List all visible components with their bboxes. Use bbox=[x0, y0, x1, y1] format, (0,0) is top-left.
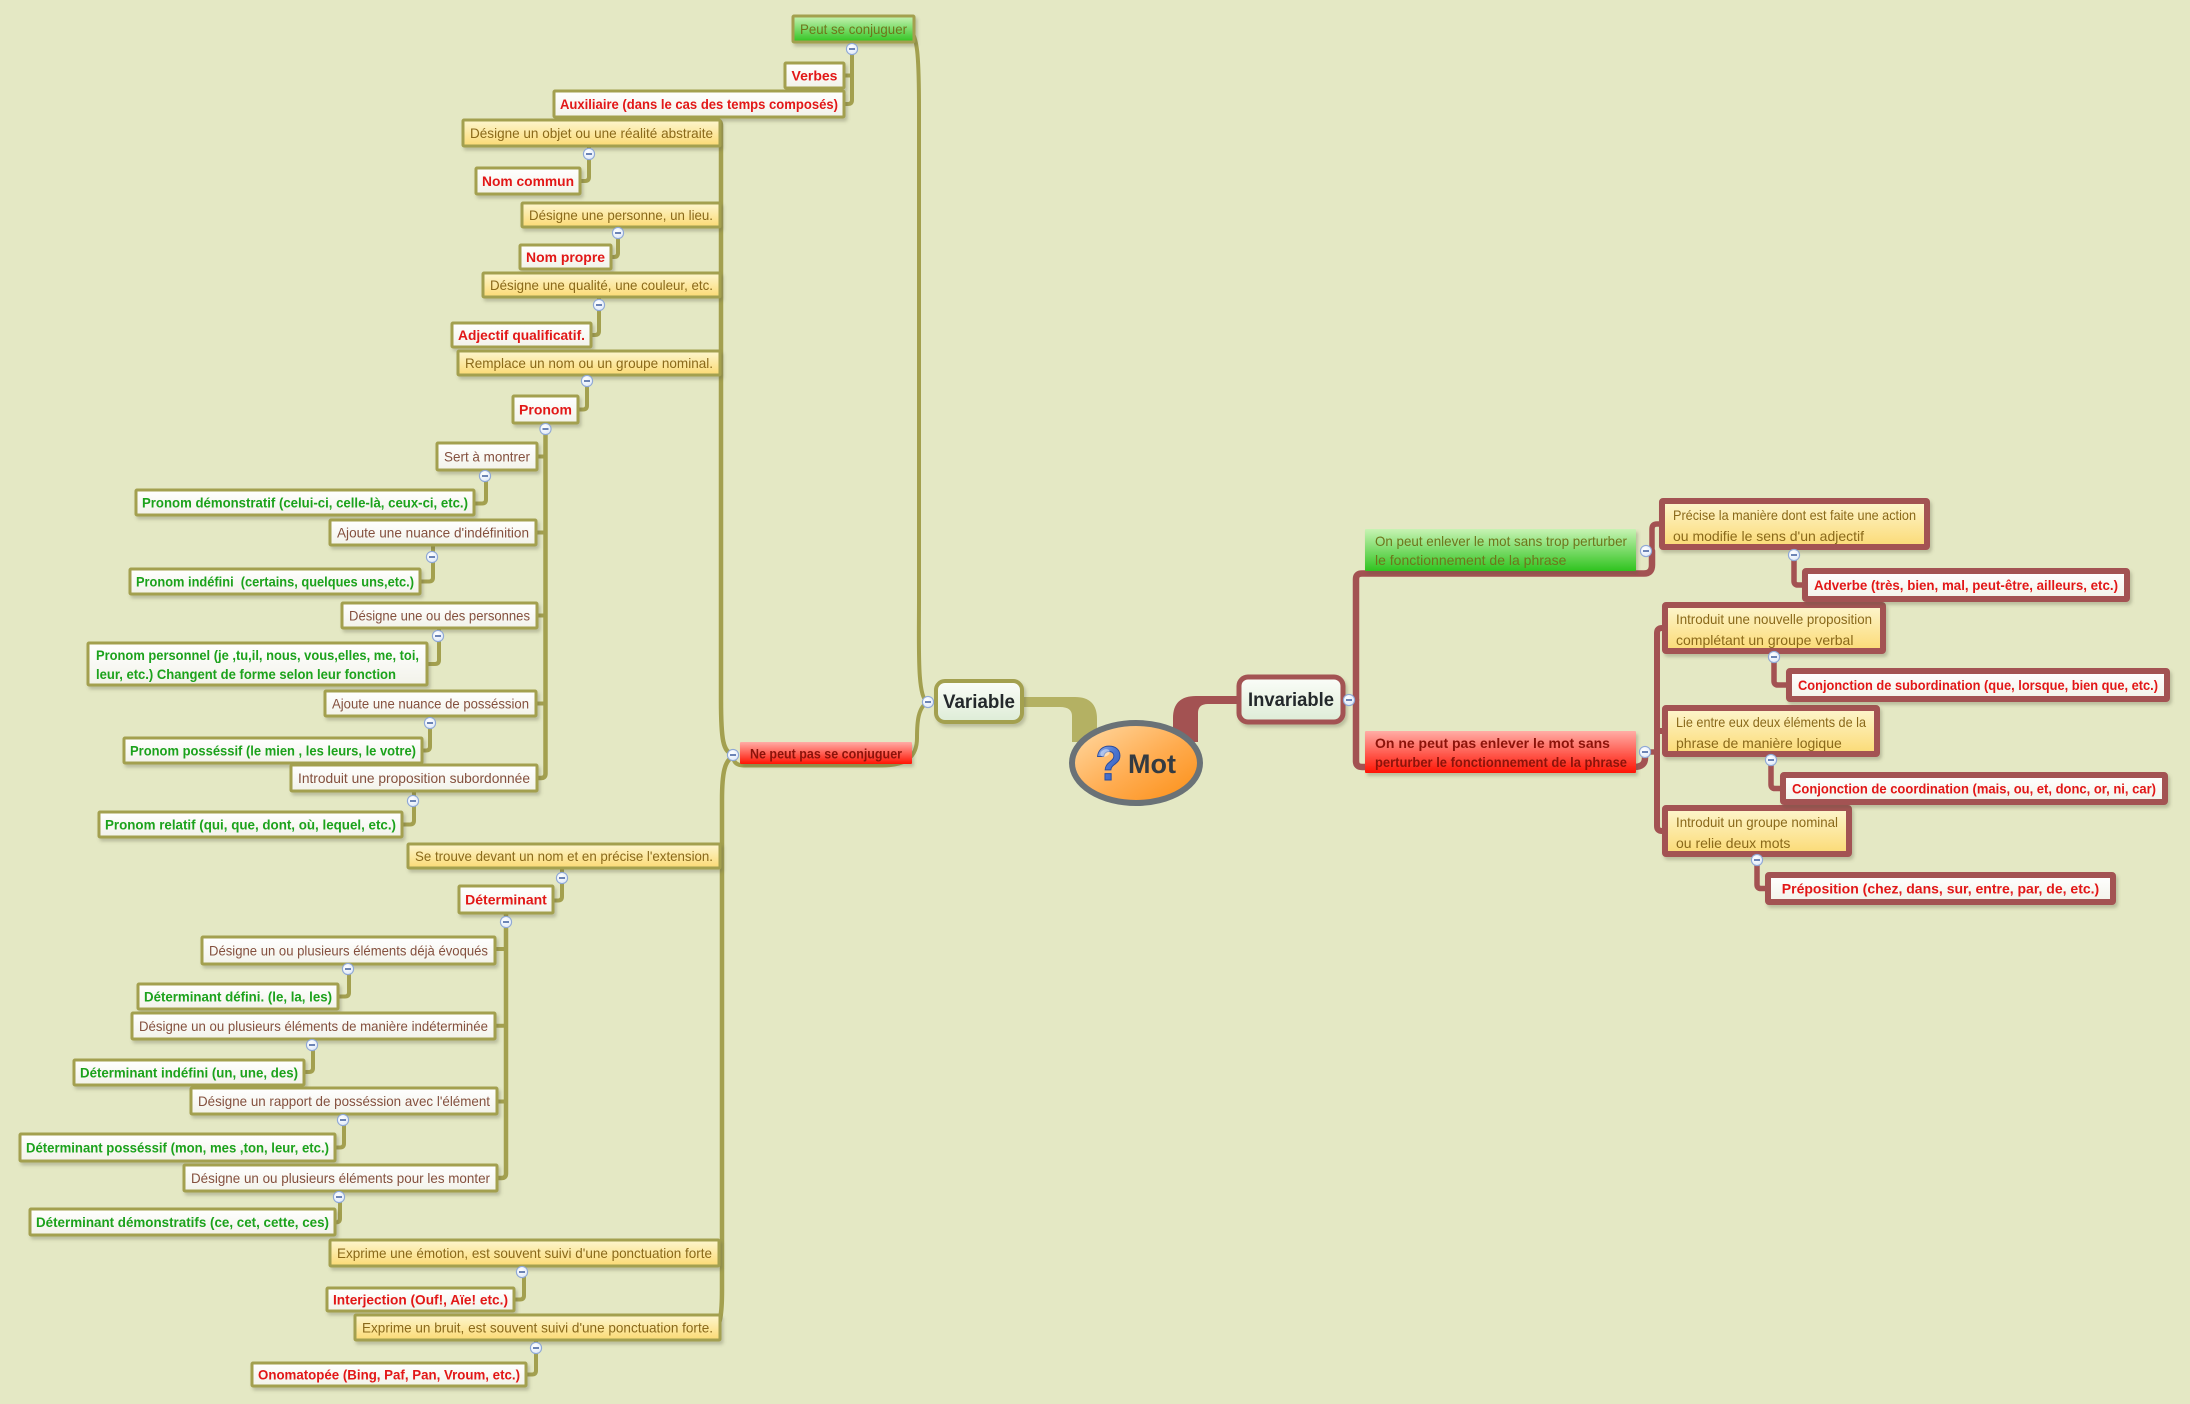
svg-text:Mot: Mot bbox=[1128, 749, 1176, 779]
svg-text:Exprime une émotion, est souve: Exprime une émotion, est souvent suivi d… bbox=[337, 1245, 712, 1261]
svg-text:Conjonction de coordination (m: Conjonction de coordination (mais, ou, e… bbox=[1792, 781, 2156, 797]
svg-text:Précise la manière dont est fa: Précise la manière dont est faite une ac… bbox=[1673, 507, 1916, 523]
svg-text:Auxiliaire (dans le cas des te: Auxiliaire (dans le cas des temps compos… bbox=[560, 96, 838, 112]
svg-text:On ne peut pas enlever le mot: On ne peut pas enlever le mot sans bbox=[1375, 735, 1610, 751]
svg-text:Se trouve devant un nom et en: Se trouve devant un nom et en précise l'… bbox=[415, 848, 713, 864]
svg-text:Désigne un ou plusieurs élémen: Désigne un ou plusieurs éléments pour le… bbox=[191, 1170, 490, 1186]
svg-text:Nom commun: Nom commun bbox=[482, 173, 574, 189]
svg-text:Pronom relatif (qui, que, dont: Pronom relatif (qui, que, dont, où, lequ… bbox=[105, 817, 396, 833]
svg-text:Déterminant défini. (le, la, l: Déterminant défini. (le, la, les) bbox=[144, 989, 332, 1005]
svg-text:Onomatopée (Bing, Paf, Pan, Vr: Onomatopée (Bing, Paf, Pan, Vroum, etc.) bbox=[258, 1367, 520, 1383]
svg-text:Pronom posséssif (le mien , le: Pronom posséssif (le mien , les leurs, l… bbox=[130, 743, 416, 759]
svg-text:Adverbe (très, bien, mal, peut: Adverbe (très, bien, mal, peut-être, ail… bbox=[1814, 577, 2118, 593]
svg-text:Désigne un rapport de posséssi: Désigne un rapport de posséssion avec l'… bbox=[198, 1093, 490, 1109]
svg-text:Désigne une qualité, une coule: Désigne une qualité, une couleur, etc. bbox=[490, 277, 713, 293]
svg-text:Remplace un nom ou un groupe n: Remplace un nom ou un groupe nominal. bbox=[465, 355, 713, 371]
svg-text:Désigne une personne, un lieu.: Désigne une personne, un lieu. bbox=[529, 207, 713, 223]
svg-text:complétant un groupe verbal: complétant un groupe verbal bbox=[1676, 632, 1853, 648]
svg-text:Variable: Variable bbox=[943, 692, 1015, 713]
svg-text:Introduit une nouvelle proposi: Introduit une nouvelle proposition bbox=[1676, 611, 1872, 627]
svg-text:Adjectif qualificatif.: Adjectif qualificatif. bbox=[458, 327, 585, 343]
svg-text:le fonctionnement de la phrase: le fonctionnement de la phrase bbox=[1375, 552, 1567, 568]
svg-text:Déterminant: Déterminant bbox=[465, 892, 547, 908]
svg-text:perturber le fonctionnement de: perturber le fonctionnement de la phrase bbox=[1375, 754, 1627, 770]
svg-text:Pronom: Pronom bbox=[519, 402, 572, 418]
svg-text:Ajoute une nuance de posséssio: Ajoute une nuance de posséssion bbox=[332, 696, 529, 712]
svg-text:Peut se conjuguer: Peut se conjuguer bbox=[800, 21, 907, 37]
svg-text:Pronom personnel (je ,tu,il, n: Pronom personnel (je ,tu,il, nous, vous,… bbox=[96, 647, 419, 663]
svg-text:Préposition (chez, dans, sur,: Préposition (chez, dans, sur, entre, par… bbox=[1782, 881, 2099, 897]
svg-text:Déterminant posséssif (mon, me: Déterminant posséssif (mon, mes ,ton, le… bbox=[26, 1140, 329, 1156]
svg-text:Pronom indéfini (certains, qu: Pronom indéfini (certains, quelques uns,… bbox=[136, 574, 414, 590]
svg-text:On peut enlever le mot sans tr: On peut enlever le mot sans trop perturb… bbox=[1375, 533, 1627, 549]
svg-text:Conjonction de subordination (: Conjonction de subordination (que, lorsq… bbox=[1798, 677, 2158, 693]
svg-text:phrase de manière logique: phrase de manière logique bbox=[1676, 735, 1842, 751]
svg-text:Nom propre: Nom propre bbox=[526, 249, 605, 265]
svg-text:Ne peut pas se conjuguer: Ne peut pas se conjuguer bbox=[750, 746, 902, 762]
svg-text:Introduit une proposition subo: Introduit une proposition subordonnée bbox=[298, 770, 530, 786]
svg-text:Pronom démonstratif (celui-ci,: Pronom démonstratif (celui-ci, celle-là,… bbox=[142, 495, 468, 511]
svg-text:Désigne un ou plusieurs élémen: Désigne un ou plusieurs éléments de mani… bbox=[139, 1018, 488, 1034]
svg-text:Déterminant indéfini (un, une,: Déterminant indéfini (un, une, des) bbox=[80, 1065, 298, 1081]
svg-text:leur, etc.) Changent de forme: leur, etc.) Changent de forme selon leur… bbox=[96, 666, 396, 682]
svg-text:Sert à montrer: Sert à montrer bbox=[444, 449, 530, 465]
svg-text:Invariable: Invariable bbox=[1248, 690, 1334, 711]
svg-text:Exprime un bruit, est souvent: Exprime un bruit, est souvent suivi d'un… bbox=[362, 1320, 713, 1336]
svg-text:Désigne une ou des personnes: Désigne une ou des personnes bbox=[349, 608, 530, 624]
svg-text:Interjection (Ouf!, Aïe! etc.): Interjection (Ouf!, Aïe! etc.) bbox=[333, 1292, 508, 1308]
svg-text:Introduit un groupe nominal: Introduit un groupe nominal bbox=[1676, 814, 1838, 830]
svg-text:Déterminant démonstratifs (ce,: Déterminant démonstratifs (ce, cet, cett… bbox=[36, 1214, 329, 1230]
svg-text:?: ? bbox=[1096, 738, 1123, 791]
svg-text:ou relie deux mots: ou relie deux mots bbox=[1676, 835, 1790, 851]
svg-text:Verbes: Verbes bbox=[792, 68, 838, 84]
svg-text:Désigne un objet ou une réalit: Désigne un objet ou une réalité abstrait… bbox=[470, 125, 713, 141]
svg-text:Ajoute une nuance d'indéfiniti: Ajoute une nuance d'indéfinition bbox=[337, 525, 529, 541]
svg-text:ou modifie le sens d'un adject: ou modifie le sens d'un adjectif bbox=[1673, 528, 1864, 544]
svg-text:Lie entre eux deux éléments de: Lie entre eux deux éléments de la bbox=[1676, 714, 1866, 730]
svg-text:Désigne un ou plusieurs élémen: Désigne un ou plusieurs éléments déjà év… bbox=[209, 943, 488, 959]
